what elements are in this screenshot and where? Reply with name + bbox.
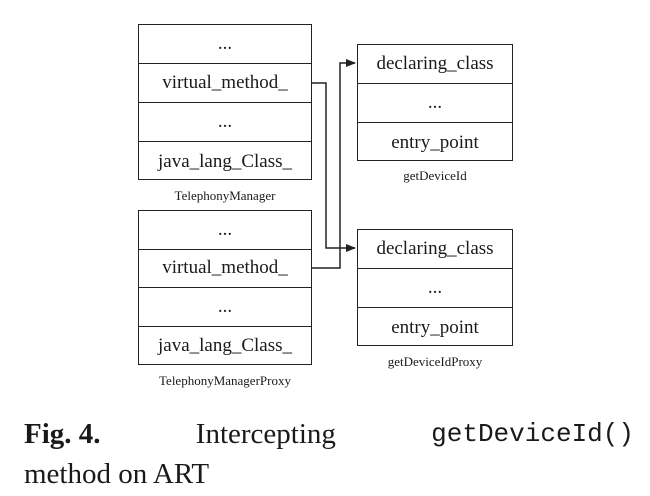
arrow-tm-to-proxy-method (312, 82, 356, 252)
tm-cell-ellipsis-1: ... (139, 25, 311, 64)
telephony-manager-proxy-box: ... virtual_method_ ... java_lang_Class_ (138, 210, 312, 365)
gdip-cell-entry-point: entry_point (391, 316, 479, 338)
tmp-cell-ellipsis-2: ... (139, 288, 311, 327)
get-device-id-proxy-label: getDeviceIdProxy (387, 354, 483, 369)
telephony-manager-label: TelephonyManager (174, 188, 276, 203)
tm-cell-ellipsis-2: ... (139, 103, 311, 142)
gdip-cell-declaring-class: declaring_class (358, 230, 512, 269)
telephony-manager-box: ... virtual_method_ ... java_lang_Class_ (138, 24, 312, 180)
caption-text-before: Intercepting (195, 418, 336, 450)
figure-label: Fig. 4. (24, 418, 101, 450)
gdi-cell-declaring-class: declaring_class (358, 45, 512, 84)
gdi-cell-entry-point: entry_point (391, 131, 479, 153)
tmp-cell-virtual-method: virtual_method_ (139, 250, 311, 288)
caption-text-after: method on ART (24, 458, 210, 490)
tmp-cell-java-lang-class: java_lang_Class_ (157, 334, 293, 356)
caption-code: getDeviceId() (431, 419, 634, 449)
figure-caption: Fig. 4. Intercepting getDeviceId() metho… (24, 414, 634, 494)
get-device-id-box: declaring_class ... entry_point (357, 44, 513, 161)
gdip-cell-ellipsis: ... (358, 269, 512, 308)
tmp-cell-ellipsis-1: ... (139, 211, 311, 250)
gdi-cell-ellipsis: ... (358, 84, 512, 123)
get-device-id-label: getDeviceId (403, 168, 467, 183)
telephony-manager-proxy-label: TelephonyManagerProxy (159, 373, 291, 388)
tm-cell-virtual-method: virtual_method_ (139, 64, 311, 103)
get-device-id-proxy-box: declaring_class ... entry_point (357, 229, 513, 346)
tm-cell-java-lang-class: java_lang_Class_ (157, 150, 293, 172)
arrow-proxy-to-original-method (312, 59, 356, 269)
